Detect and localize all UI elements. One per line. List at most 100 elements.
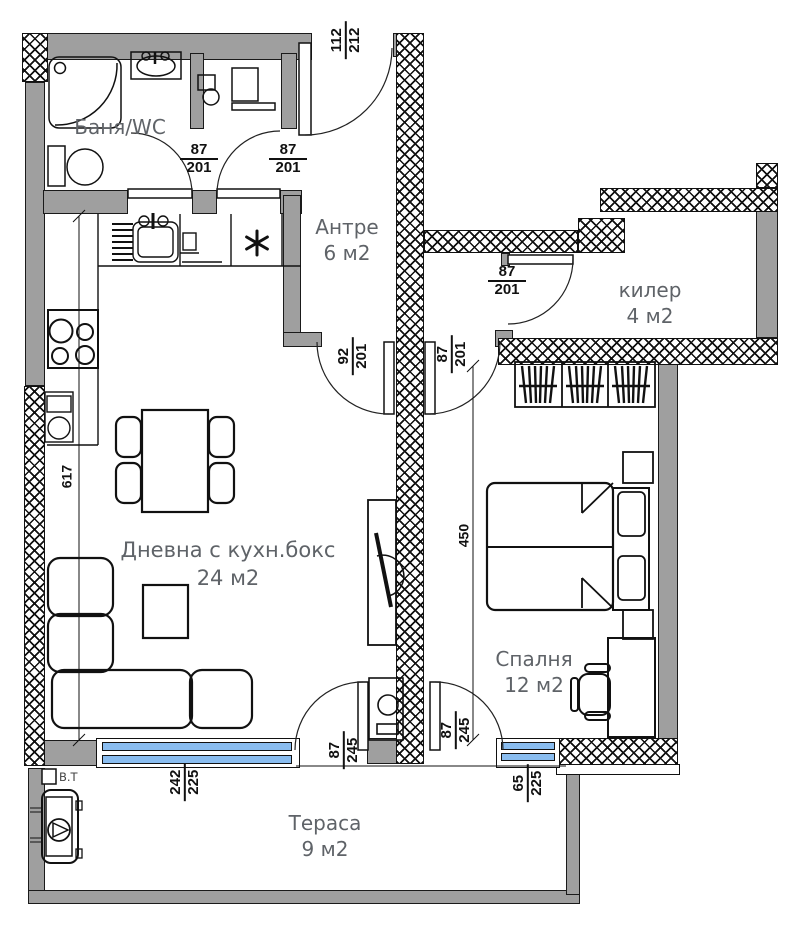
stove-icon	[47, 309, 99, 369]
room-label-hall: Антре 6 м2	[315, 214, 378, 267]
bedroom-depth-line	[466, 359, 480, 747]
room-label-pantry: килер 4 м2	[619, 277, 682, 330]
chair-icon	[114, 461, 143, 505]
room-name: Тераса	[288, 811, 362, 835]
double-bed-icon	[485, 451, 654, 640]
bedroom-window-glass-bottom	[501, 753, 555, 761]
living-window-glass-top	[102, 742, 292, 751]
room-area: 9 м2	[301, 837, 349, 862]
door-leaf	[507, 254, 574, 265]
room-area: 12 м2	[504, 673, 564, 698]
door-swing-icon	[434, 681, 504, 751]
water-tap-box	[41, 768, 57, 785]
room-label-terrace: Тераса 9 м2	[289, 810, 362, 863]
door-swing-icon	[429, 341, 501, 415]
wall-hatch-step	[578, 218, 625, 253]
room-area: 24 м2	[196, 565, 260, 590]
wc-cabinet-icon	[231, 67, 259, 102]
pillow-icon	[617, 491, 646, 537]
dimension-lines	[72, 209, 566, 767]
dim-bedroom-door: 87 201	[434, 335, 470, 374]
wc-fixtures	[197, 67, 276, 111]
room-area: 6 м2	[323, 241, 371, 266]
bedroom-window-glass-top	[501, 742, 555, 750]
wall-hatch-hall-band	[424, 230, 578, 253]
wall-hatch-mid-band	[498, 338, 778, 365]
room-name: Дневна с кухн.бокс	[120, 538, 336, 562]
door-swing-icon	[507, 258, 574, 325]
door-swing-icon	[304, 47, 393, 136]
wardrobe-hangers-icon	[514, 361, 656, 408]
living-depth-line	[72, 209, 86, 747]
room-area: 4 м2	[626, 304, 674, 329]
corner-sofa-icon	[46, 556, 254, 730]
door-swing-icon	[316, 341, 390, 415]
wall-hatch-spine	[396, 33, 424, 764]
chair-icon	[207, 461, 236, 505]
dining-table-icon	[140, 408, 210, 514]
toilet-icon	[47, 145, 66, 187]
dim-living-door: 92 201	[335, 337, 371, 376]
dim-pantry-door: 87 201	[488, 263, 526, 298]
water-tap-label: В.Т	[59, 770, 78, 784]
dim-terrace-door-bedroom: 87 245	[438, 711, 474, 750]
room-label-bathroom: Баня/WC	[74, 114, 166, 140]
desk-icon	[607, 637, 656, 738]
door-leaf	[216, 188, 281, 199]
tv-cabinet-icon	[367, 499, 405, 646]
dim-bedroom-depth: 450	[455, 523, 472, 548]
wall-terrace-bottom	[28, 890, 580, 904]
wall-bath-floor-b	[192, 190, 217, 214]
office-chair-icon	[570, 663, 611, 721]
wall-wc-hall-divider	[281, 53, 297, 129]
door-swing-icon	[294, 681, 364, 751]
chair-icon	[114, 415, 143, 459]
dim-entrance-door: 112 212	[328, 21, 364, 60]
dim-living-window: 242 225	[167, 763, 203, 802]
pillow-icon	[617, 555, 646, 601]
dim-bedroom-window: 65 225	[510, 764, 546, 803]
kitchen-sink-icon	[132, 221, 179, 263]
fridge-asterisk-icon	[245, 229, 269, 257]
wall-hatch-bedroom-bottom	[558, 738, 678, 765]
wc-cistern-icon	[197, 74, 216, 91]
nightstand-icon	[622, 609, 654, 640]
corner-bathtub-icon	[48, 56, 122, 129]
bedroom-sill	[556, 764, 680, 775]
nightstand-icon	[622, 451, 654, 484]
dim-terrace-door-living: 87 245	[326, 731, 362, 770]
wall-hatch-left-lower	[24, 386, 45, 766]
kitchen-counter	[44, 213, 301, 446]
chair-icon	[207, 415, 236, 459]
wall-bath-wc-divider	[190, 53, 204, 129]
wall-hatch-right-top-block	[756, 163, 778, 188]
wall-hall-living-foot	[283, 332, 322, 347]
door-leaves	[127, 42, 574, 751]
boiler-unit-icon	[30, 789, 83, 864]
dining-set	[114, 408, 236, 514]
wall-left-upper	[25, 82, 45, 386]
dim-living-depth: 617	[58, 464, 75, 489]
door-leaf	[298, 42, 312, 136]
wall-hatch-topleft-block	[22, 33, 48, 82]
dim-bathroom-door: 87 201	[180, 141, 218, 176]
wall-hatch-pantry-top	[600, 188, 778, 212]
coffee-table-icon	[141, 583, 190, 640]
dim-wc-door: 87 201	[269, 141, 307, 176]
door-swing-icon	[216, 130, 281, 194]
drainer-icon	[112, 223, 133, 261]
bathroom-fixtures	[47, 51, 182, 187]
tech-closet	[368, 677, 404, 741]
room-label-bedroom: Спалня 12 м2	[495, 646, 572, 699]
door-leaf	[127, 188, 193, 199]
room-name: Спалня	[495, 647, 573, 671]
faucet-icon	[138, 213, 169, 229]
room-name: килер	[618, 278, 682, 302]
living-window-glass-bottom	[102, 755, 292, 764]
door-swing-arcs	[130, 47, 574, 751]
room-name: Антре	[315, 215, 379, 239]
door-leaf	[383, 341, 395, 415]
wall-bath-floor-a	[43, 190, 128, 214]
